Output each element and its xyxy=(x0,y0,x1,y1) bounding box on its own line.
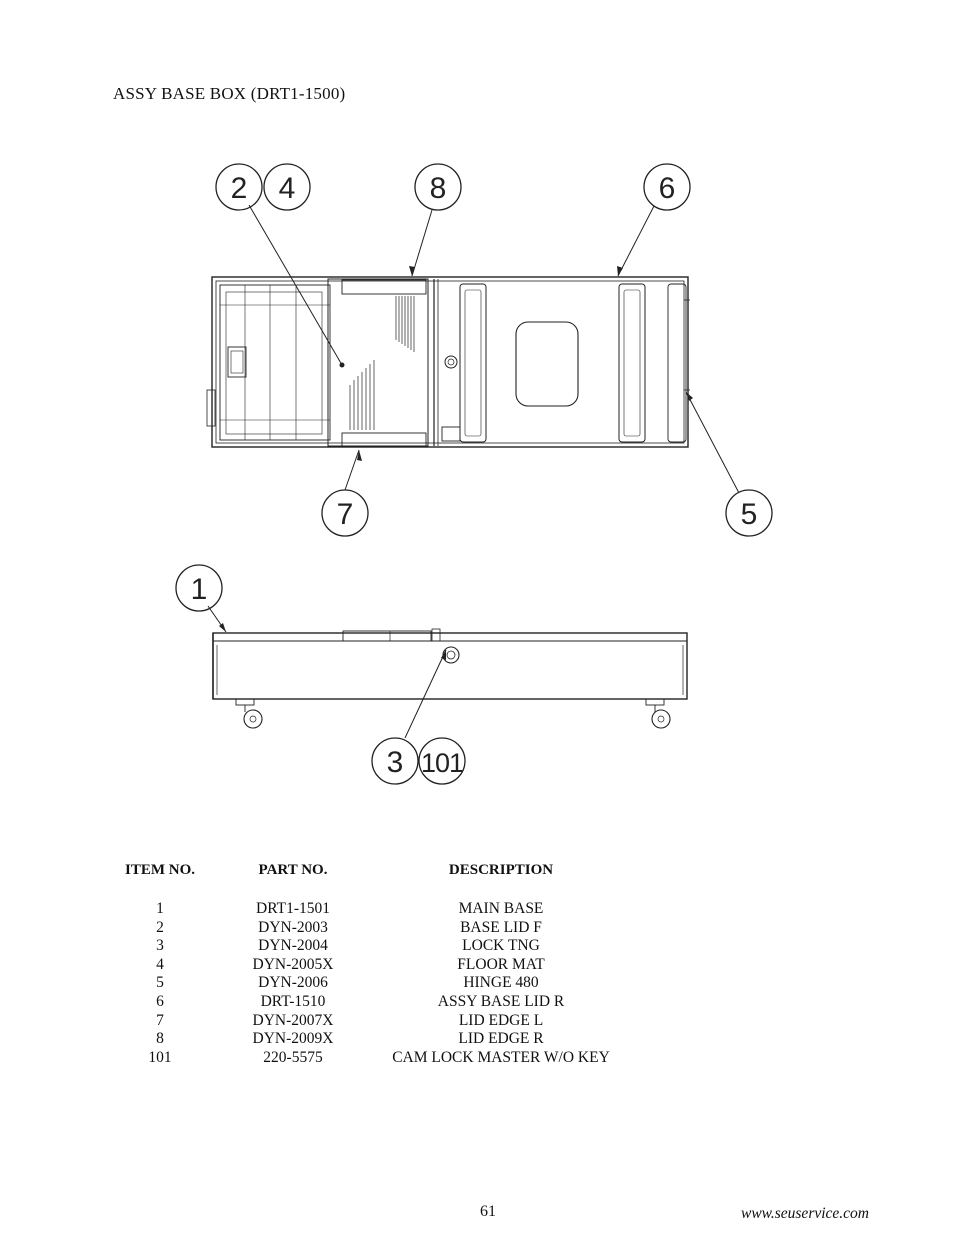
page-title: ASSY BASE BOX (DRT1-1500) xyxy=(113,84,346,103)
parts-rows: 1 DRT1-1501 MAIN BASE 2 DYN-2003 BASE LI… xyxy=(0,900,954,1067)
part-no: DRT1-1501 xyxy=(256,900,330,917)
description: LOCK TNG xyxy=(462,937,540,955)
svg-text:6: 6 xyxy=(659,172,676,205)
table-row: 1 DRT1-1501 MAIN BASE xyxy=(0,900,954,919)
item-no: 2 xyxy=(156,918,164,936)
item-no: 4 xyxy=(156,955,164,973)
callout-7: 7 xyxy=(321,489,369,537)
table-row: 4 DYN-2005X FLOOR MAT xyxy=(0,956,954,975)
callout-6: 6 xyxy=(643,163,691,211)
header-description: DESCRIPTION xyxy=(448,862,554,878)
part-no: 220-5575 xyxy=(263,1048,323,1066)
description: LID EDGE R xyxy=(458,1030,544,1048)
svg-text:101: 101 xyxy=(421,748,463,778)
description: HINGE 480 xyxy=(463,974,539,992)
table-row: 6 DRT-1510 ASSY BASE LID R xyxy=(0,993,954,1012)
description: LID EDGE L xyxy=(458,1011,544,1029)
callout-3: 3 xyxy=(371,737,419,785)
callout-4: 4 xyxy=(263,163,311,211)
description: BASE LID F xyxy=(460,918,542,936)
side-view xyxy=(212,628,688,729)
description: CAM LOCK MASTER W/O KEY xyxy=(392,1048,610,1066)
description: MAIN BASE xyxy=(458,900,544,917)
header-part-no: PART NO. xyxy=(258,862,328,878)
item-no: 101 xyxy=(148,1048,172,1066)
svg-text:2: 2 xyxy=(231,172,248,205)
website-link[interactable]: www.seuservice.com xyxy=(741,1205,869,1222)
description: FLOOR MAT xyxy=(457,955,545,973)
table-row: 2 DYN-2003 BASE LID F xyxy=(0,919,954,938)
callout-5: 5 xyxy=(725,489,773,537)
table-row: 101 220-5575 CAM LOCK MASTER W/O KEY xyxy=(0,1049,954,1068)
part-no: DYN-2006 xyxy=(258,974,328,992)
item-no: 1 xyxy=(156,900,164,917)
part-no: DYN-2007X xyxy=(252,1011,334,1029)
item-no: 5 xyxy=(156,974,164,992)
top-view xyxy=(206,276,690,448)
header-item-no: ITEM NO. xyxy=(124,862,195,878)
assembly-drawing: 2 4 8 6 7 5 1 3 xyxy=(175,163,773,785)
table-row: 7 DYN-2007X LID EDGE L xyxy=(0,1012,954,1031)
table-row: 3 DYN-2004 LOCK TNG xyxy=(0,937,954,956)
svg-text:7: 7 xyxy=(337,498,354,531)
svg-text:3: 3 xyxy=(387,746,404,779)
table-row: 8 DYN-2009X LID EDGE R xyxy=(0,1030,954,1049)
item-no: 7 xyxy=(156,1011,164,1029)
callout-101: 101 xyxy=(418,737,466,785)
svg-text:4: 4 xyxy=(279,172,296,205)
part-no: DRT-1510 xyxy=(260,992,326,1010)
part-no: DYN-2009X xyxy=(252,1030,334,1048)
svg-text:5: 5 xyxy=(741,498,758,531)
callout-8: 8 xyxy=(414,163,462,211)
page-number: 61 xyxy=(480,1203,496,1220)
item-no: 8 xyxy=(156,1030,164,1048)
part-no: DYN-2005X xyxy=(252,955,334,973)
item-no: 6 xyxy=(156,992,164,1010)
callout-2: 2 xyxy=(215,163,263,211)
callout-1: 1 xyxy=(175,564,223,612)
part-no: DYN-2004 xyxy=(258,937,328,955)
table-row: 5 DYN-2006 HINGE 480 xyxy=(0,974,954,993)
svg-text:8: 8 xyxy=(430,172,447,205)
leader-lines xyxy=(207,204,740,739)
item-no: 3 xyxy=(156,937,164,955)
description: ASSY BASE LID R xyxy=(437,992,565,1010)
part-no: DYN-2003 xyxy=(258,918,328,936)
svg-text:1: 1 xyxy=(191,573,208,606)
